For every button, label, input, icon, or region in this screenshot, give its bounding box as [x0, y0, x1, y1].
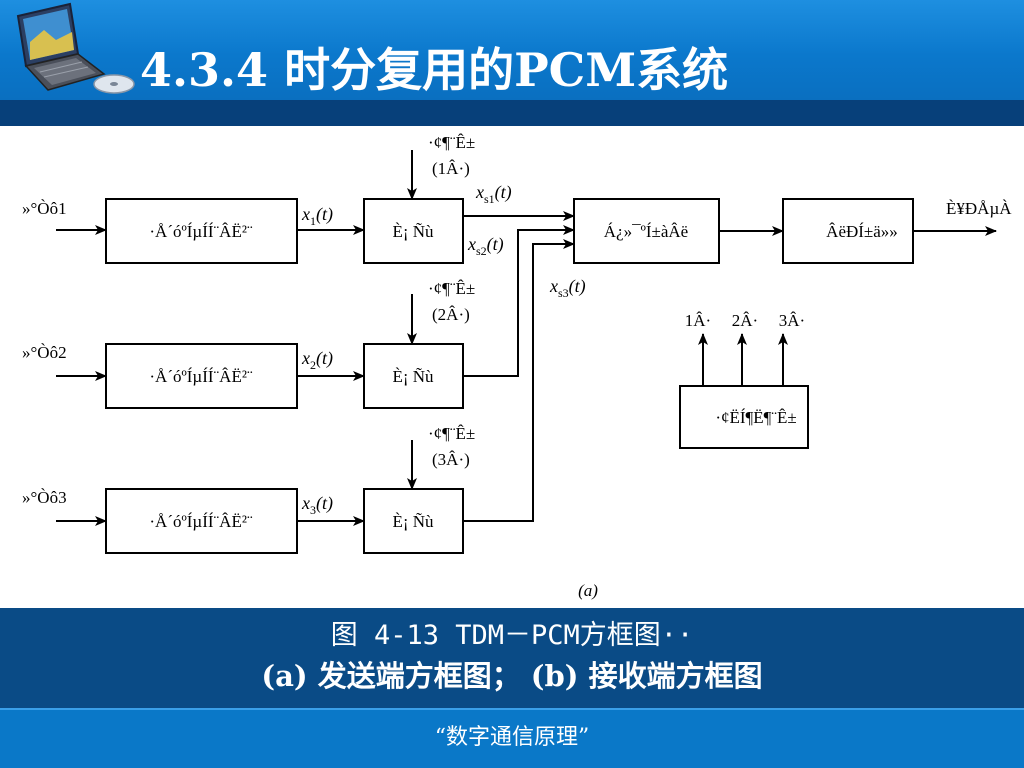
- signal-label-x3: x3(t): [301, 493, 333, 517]
- pulse-label-1-line2: (1Â·): [432, 159, 470, 178]
- sampler-block-1: È¡ Ñù: [363, 198, 464, 264]
- quantizer-label: Á¿»¯ºÍ±àÂë: [604, 222, 688, 241]
- input-label-3: »°Òô3: [22, 488, 67, 507]
- timing-output-label-3: 3Â·: [779, 311, 805, 330]
- sampler-label-2: È¡ Ñù: [392, 367, 434, 386]
- filter-label-3: ·Å´óºÍµÍÍ¨ÂË²¨: [149, 512, 253, 531]
- timing-output-label-2: 2Â·: [732, 311, 758, 330]
- pulse-label-3-line1: ·¢¶¨Ê±: [428, 424, 475, 443]
- laptop-logo-icon: [16, 2, 135, 94]
- timing-label: ·¢ËÍ¶Ë¶¨Ê±: [715, 408, 796, 427]
- filter-label-2: ·Å´óºÍµÍÍ¨ÂË²¨: [149, 367, 253, 386]
- code-converter-label: ÂëÐÍ±ä»»: [826, 222, 898, 241]
- pulse-label-2-line1: ·¢¶¨Ê±: [428, 279, 475, 298]
- caption-line-1: 图 4-13 TDM－PCM方框图··: [330, 620, 694, 651]
- pulse-label-3-line2: (3Â·): [432, 450, 470, 469]
- pulse-label-2-line2: (2Â·): [432, 305, 470, 324]
- sampler-block-2: È¡ Ñù: [363, 343, 464, 409]
- sampler-to-quantizer-arrow-3: [463, 239, 575, 522]
- caption-line-2: (a) 发送端方框图； (b) 接收端方框图: [261, 659, 763, 693]
- signal-label-x1: x1(t): [301, 204, 333, 228]
- quantizer-block: Á¿»¯ºÍ±àÂë: [573, 198, 720, 264]
- timing-block: ·¢ËÍ¶Ë¶¨Ê±: [679, 385, 809, 449]
- sampler-label-3: È¡ Ñù: [392, 512, 434, 531]
- subfigure-label: (a): [578, 581, 598, 600]
- sampler-label-1: È¡ Ñù: [392, 222, 434, 241]
- header-stripe: [0, 100, 1024, 126]
- sampled-label-xs1: xs1(t): [475, 182, 512, 206]
- input-label-2: »°Òô2: [22, 343, 67, 362]
- filter-block-2: ·Å´óºÍµÍÍ¨ÂË²¨: [105, 343, 298, 409]
- block-diagram: »°Òô1 »°Òô2 »°Òô3 ·Å´óºÍµÍÍ¨ÂË²¨ ·Å´óºÍµ…: [0, 126, 1024, 608]
- sampled-label-xs3: xs3(t): [549, 276, 586, 300]
- input-label-1: »°Òô1: [22, 199, 67, 218]
- sampler-block-3: È¡ Ñù: [363, 488, 464, 554]
- footer-bar: “数字通信原理”: [0, 708, 1024, 768]
- code-converter-block: ÂëÐÍ±ä»»: [782, 198, 914, 264]
- header-bar: [0, 0, 1024, 100]
- sampler-to-quantizer-arrow-2: [463, 225, 575, 377]
- output-label: È¥ÐÅµÀ: [946, 199, 1012, 218]
- sampled-label-xs2: xs2(t): [467, 234, 504, 258]
- page-title: 4.3.4 时分复用的PCM系统: [140, 43, 729, 97]
- filter-label-1: ·Å´óºÍµÍÍ¨ÂË²¨: [149, 222, 253, 241]
- pulse-label-1-line1: ·¢¶¨Ê±: [428, 133, 475, 152]
- filter-block-1: ·Å´óºÍµÍÍ¨ÂË²¨: [105, 198, 298, 264]
- filter-block-3: ·Å´óºÍµÍÍ¨ÂË²¨: [105, 488, 298, 554]
- footer-text: “数字通信原理”: [434, 725, 590, 750]
- figure-caption: 图 4-13 TDM－PCM方框图·· (a) 发送端方框图； (b) 接收端方…: [0, 608, 1024, 708]
- timing-output-label-1: 1Â·: [685, 311, 711, 330]
- signal-label-x2: x2(t): [301, 348, 333, 372]
